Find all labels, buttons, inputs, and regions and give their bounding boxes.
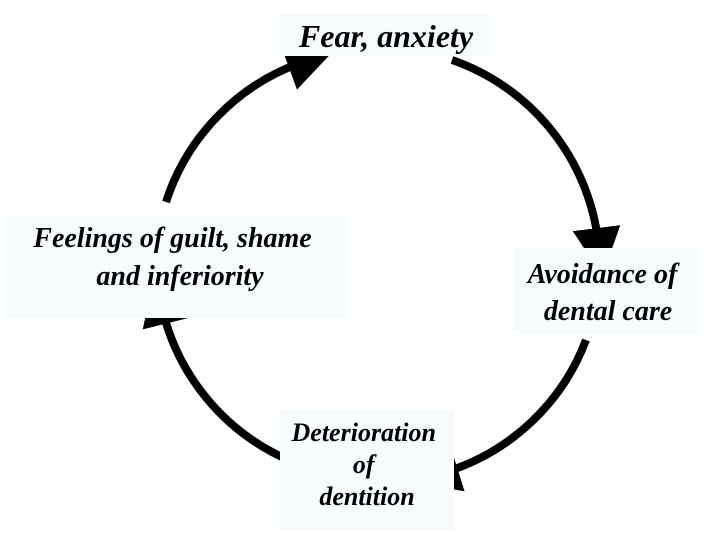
- node-deterioration-of-dentition: Deterioration of dentition: [280, 410, 454, 530]
- node-deterioration-line-1: Deterioration: [291, 418, 436, 447]
- node-avoidance-of-dental-care: Avoidance of dental care: [513, 248, 700, 334]
- node-fear-anxiety: Fear, anxiety: [280, 14, 492, 56]
- svg-text:Feelings of guilt, shame: Feelings of guilt, shame and inferiority: [32, 223, 318, 292]
- node-guilt-line-1: Feelings of guilt, shame: [32, 223, 311, 254]
- arrow-deterioration-to-guilt: [142, 277, 286, 462]
- node-deterioration-line-2: of: [353, 450, 377, 479]
- cycle-arrows: [142, 44, 621, 492]
- node-deterioration-line-3: dentition: [319, 482, 414, 511]
- svg-text:Avoidance of dental care: Avoidance of dental care: [526, 259, 685, 327]
- svg-text:Fear, anxiety: Fear, anxiety: [298, 18, 474, 54]
- arrow-fear-to-avoidance: [450, 56, 621, 276]
- node-avoidance-line-2: dental care: [544, 296, 672, 327]
- svg-text:Deterioration of d: Deterioration of dentition: [291, 418, 443, 511]
- node-guilt-line-2: and inferiority: [96, 261, 264, 292]
- node-feelings-of-guilt: Feelings of guilt, shame and inferiority: [4, 216, 348, 318]
- node-avoidance-line-1: Avoidance of: [526, 259, 680, 290]
- arrow-guilt-to-fear: [162, 44, 334, 204]
- node-fear-line-1: Fear, anxiety: [298, 18, 474, 54]
- arrow-avoidance-to-deterioration: [411, 338, 590, 492]
